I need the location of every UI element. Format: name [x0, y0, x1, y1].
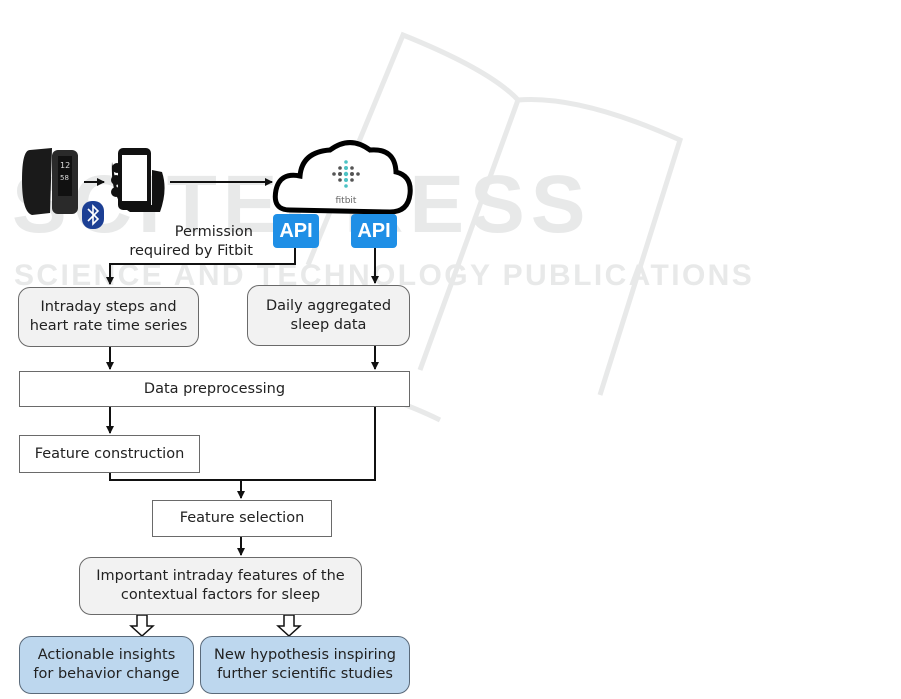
hollow-arrow-to-hypothesis [276, 614, 302, 638]
api-badge-sleep: API [351, 214, 397, 248]
node-feature-construction: Feature construction [19, 435, 200, 473]
node-data-preprocessing: Data preprocessing [19, 371, 410, 407]
permission-label: Permission required by Fitbit [120, 223, 253, 261]
node-actionable-insights: Actionable insights for behavior change [19, 636, 194, 694]
hollow-arrow-to-actionable [129, 614, 155, 638]
node-important-features: Important intraday features of the conte… [79, 557, 362, 615]
smartphone-hand-icon [111, 148, 165, 212]
bluetooth-icon [82, 201, 104, 229]
node-intraday-series: Intraday steps and heart rate time serie… [18, 287, 199, 347]
fitbit-brand-text: fitbit [336, 196, 357, 206]
cloud-icon: fitbit [272, 140, 413, 215]
fitness-tracker-icon: 12 58 [22, 148, 78, 215]
api-badge-intraday: API [273, 214, 319, 248]
node-data-preprocessing-text: Data preprocessing [143, 380, 286, 397]
node-important-features-text: Important intraday features of the conte… [96, 568, 345, 603]
fitbit-logo-icon [332, 160, 360, 188]
connector-api1-to-intraday [106, 248, 296, 285]
svg-text:12: 12 [60, 161, 70, 170]
connector-merge [109, 407, 376, 481]
node-new-hypothesis-text: New hypothesis inspiring further scienti… [213, 647, 396, 682]
node-daily-sleep-text: Daily aggregated sleep data [265, 297, 392, 333]
node-new-hypothesis: New hypothesis inspiring further scienti… [200, 636, 410, 694]
node-intraday-series-text: Intraday steps and heart rate time serie… [29, 299, 188, 334]
svg-text:58: 58 [60, 174, 69, 182]
node-feature-selection: Feature selection [152, 500, 332, 537]
node-actionable-insights-text: Actionable insights for behavior change [33, 647, 180, 682]
node-feature-construction-text: Feature construction [34, 445, 185, 462]
permission-label-line2: required by Fitbit [129, 243, 253, 259]
permission-label-line1: Permission [174, 224, 253, 240]
node-daily-sleep: Daily aggregated sleep data [247, 285, 410, 346]
node-feature-selection-text: Feature selection [179, 510, 305, 526]
